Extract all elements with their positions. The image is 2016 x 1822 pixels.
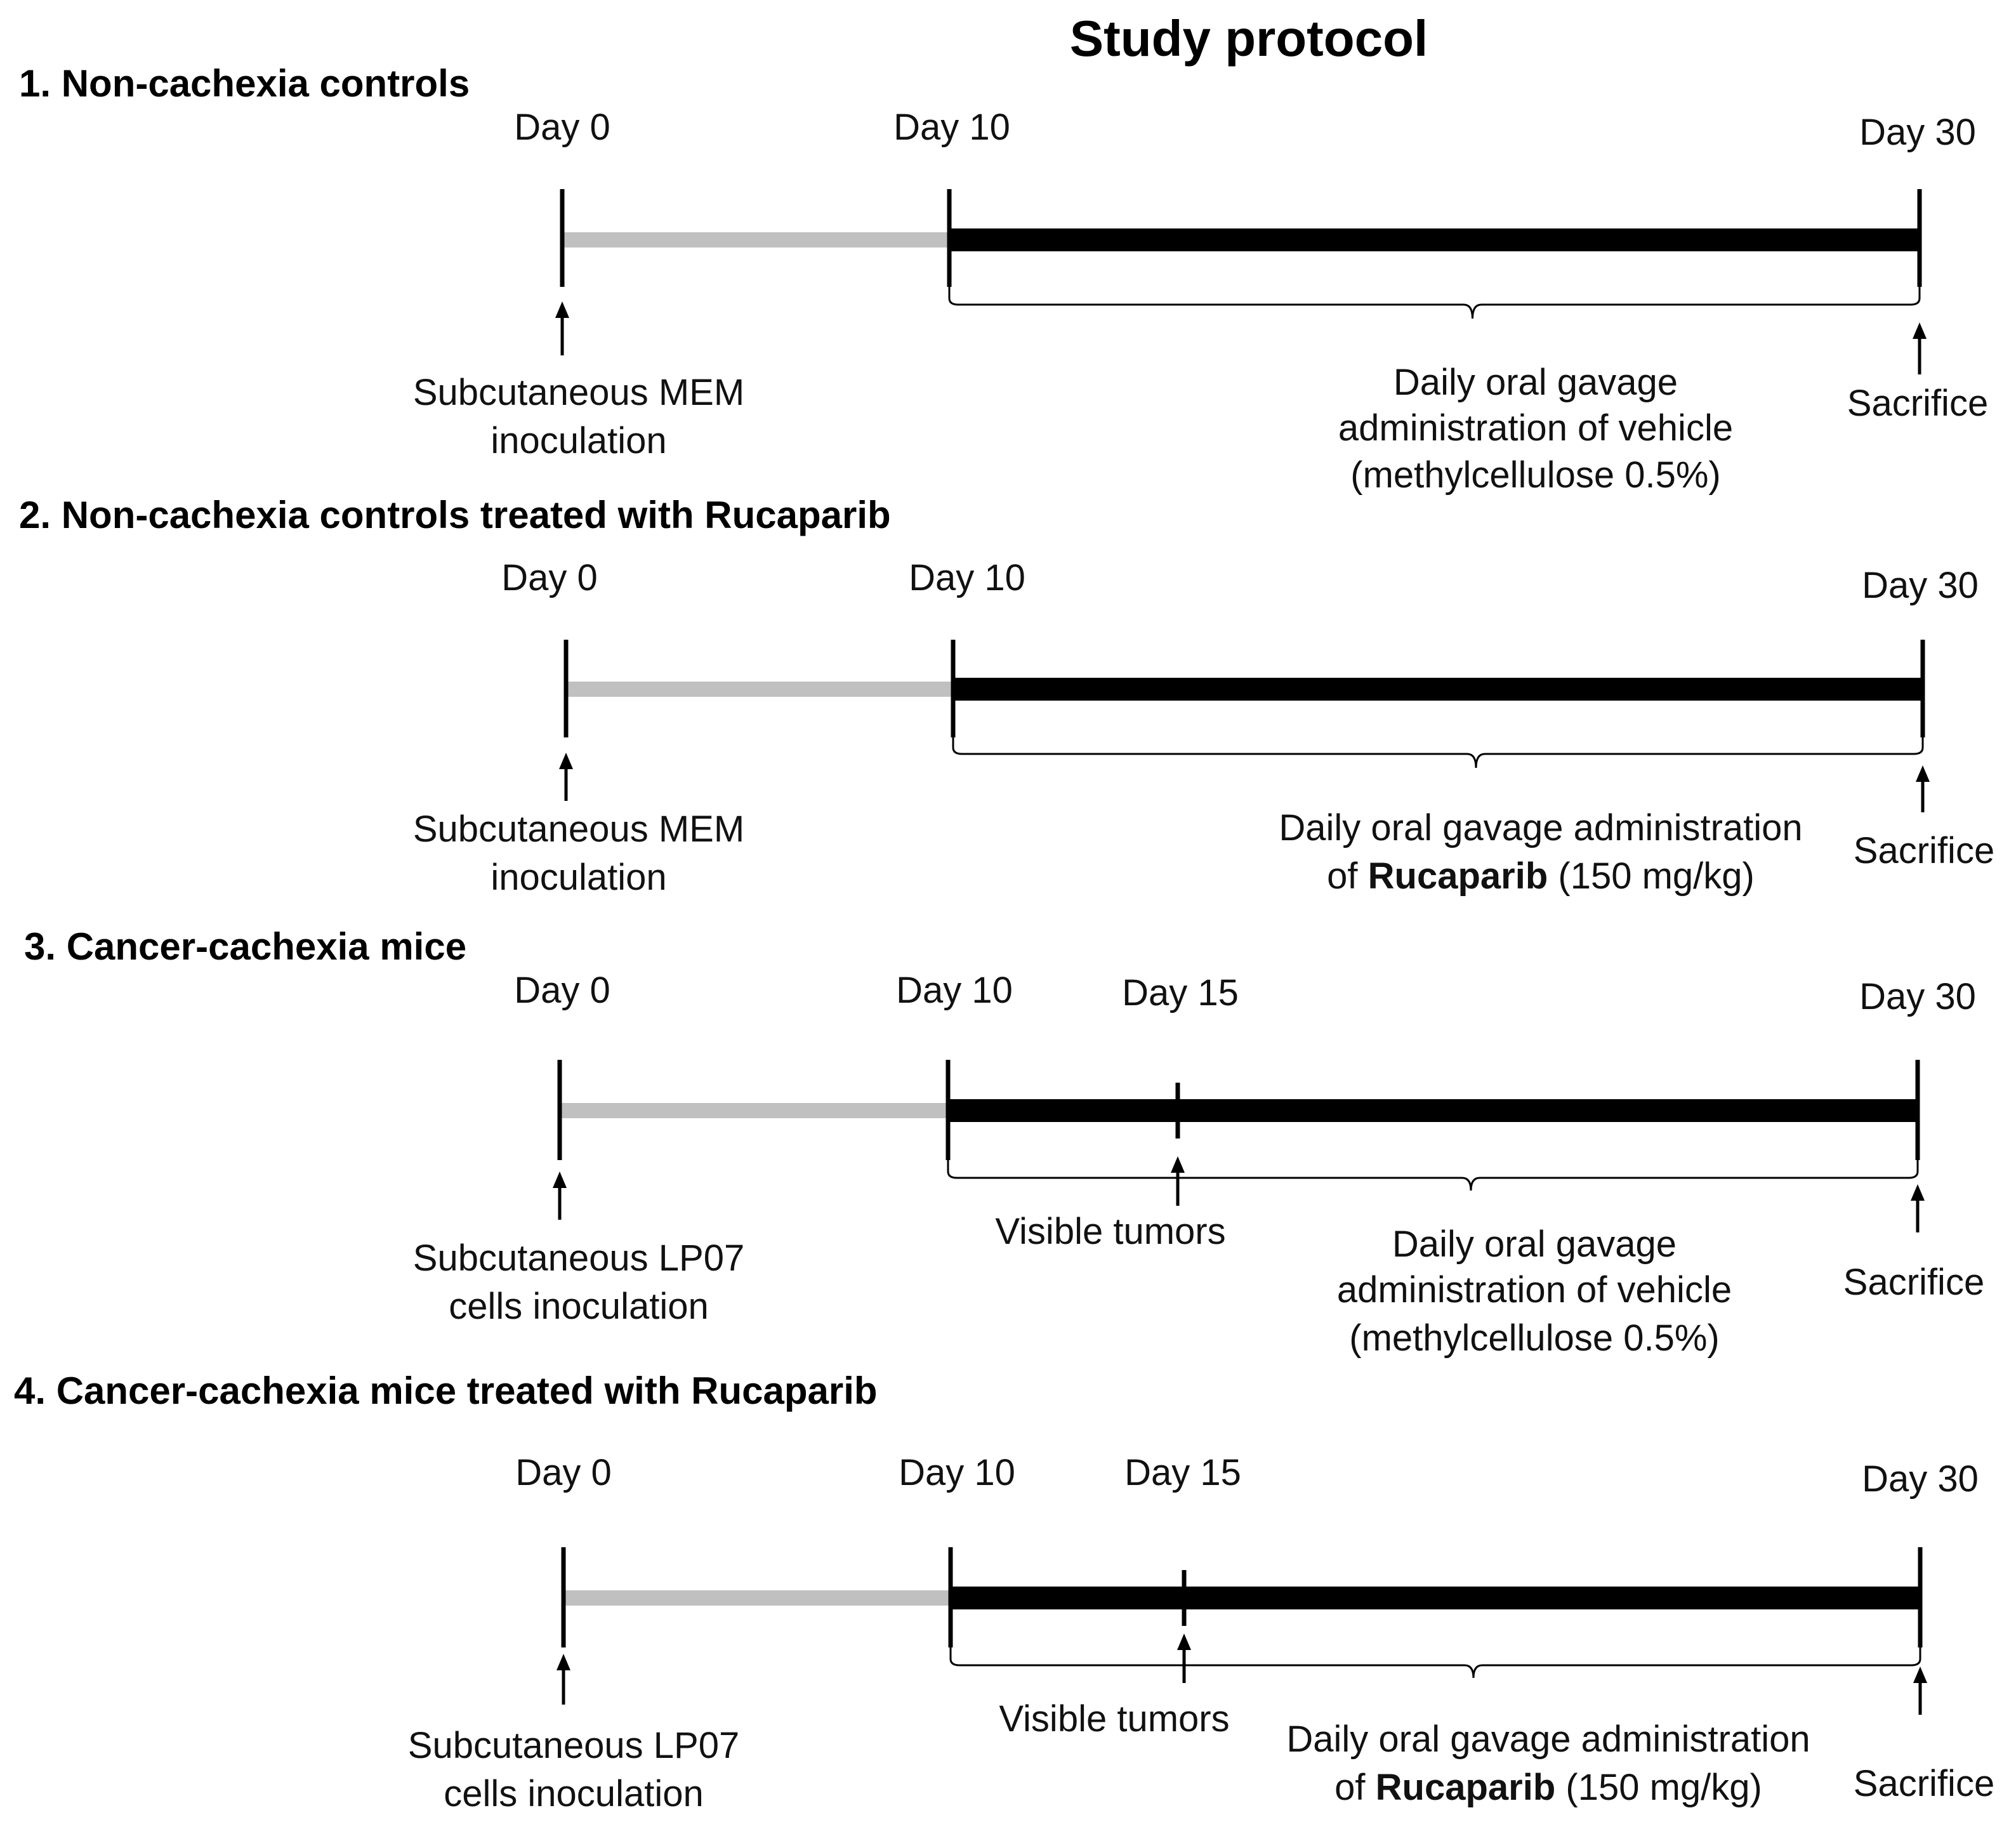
sacrifice-label: Sacrifice xyxy=(1854,1763,1994,1804)
text-run: Daily oral gavage xyxy=(1392,1224,1677,1265)
text-run: Daily oral gavage xyxy=(1393,362,1678,403)
inoculation-arrow xyxy=(557,1654,570,1705)
arrow-head xyxy=(1916,765,1930,782)
sacrifice-arrow xyxy=(1913,1667,1927,1715)
treatment-brace xyxy=(947,1147,1919,1191)
day-label: Day 0 xyxy=(514,107,610,148)
panel-heading: 1. Non-cachexia controls xyxy=(19,62,470,105)
tumor-arrow xyxy=(1171,1156,1185,1206)
day-label: Day 30 xyxy=(1862,565,1979,606)
text-run: administration of vehicle xyxy=(1337,1269,1732,1310)
panel-heading: 2. Non-cachexia controls treated with Ru… xyxy=(19,494,891,536)
text-run: Daily oral gavage administration xyxy=(1286,1719,1810,1760)
text-run: Rucaparib xyxy=(1376,1767,1556,1808)
text-run: of xyxy=(1327,855,1368,897)
inoculation-arrow xyxy=(555,301,569,355)
arrow-head xyxy=(1913,1667,1927,1683)
visible-tumors-label: Visible tumors xyxy=(999,1698,1229,1739)
day-label: Day 30 xyxy=(1862,1458,1979,1500)
arrow-head xyxy=(559,753,573,769)
day-label: Day 0 xyxy=(501,557,598,598)
treatment-label: (methylcellulose 0.5%) xyxy=(1349,1317,1719,1359)
treatment-label: (methylcellulose 0.5%) xyxy=(1350,454,1720,496)
timeline-panel-4: 4. Cancer-cachexia mice treated with Ruc… xyxy=(14,1370,1994,1814)
day-label: Day 10 xyxy=(896,970,1013,1011)
inoculation-arrow xyxy=(559,753,573,801)
panel-heading: 3. Cancer-cachexia mice xyxy=(24,925,466,968)
day-label: Day 10 xyxy=(899,1452,1015,1493)
arrow-head xyxy=(555,301,569,318)
inoculation-label: cells inoculation xyxy=(449,1286,708,1327)
treatment-label: administration of vehicle xyxy=(1338,407,1733,449)
treatment-brace xyxy=(949,1635,1921,1679)
sacrifice-arrow xyxy=(1916,765,1930,812)
treatment-label: Daily oral gavage administration xyxy=(1279,807,1802,848)
text-run: Rucaparib xyxy=(1368,855,1548,897)
day-label: Day 0 xyxy=(514,970,610,1011)
treatment-label: Daily oral gavage xyxy=(1393,362,1678,403)
text-run: administration of vehicle xyxy=(1338,407,1733,449)
sacrifice-arrow xyxy=(1911,1184,1925,1232)
treatment-brace xyxy=(948,274,1921,319)
timeline-panel-2: 2. Non-cachexia controls treated with Ru… xyxy=(19,494,1994,898)
treatment-label: of Rucaparib (150 mg/kg) xyxy=(1334,1767,1762,1808)
day-label: Day 10 xyxy=(909,557,1025,598)
inoculation-label: Subcutaneous MEM xyxy=(413,372,744,413)
treatment-label: administration of vehicle xyxy=(1337,1269,1732,1310)
diagram-title: Study protocol xyxy=(1070,10,1428,67)
text-run: (methylcellulose 0.5%) xyxy=(1350,454,1720,496)
text-run: of xyxy=(1334,1767,1376,1808)
inoculation-label: Subcutaneous LP07 xyxy=(408,1725,739,1766)
sacrifice-label: Sacrifice xyxy=(1843,1262,1984,1303)
sacrifice-label: Sacrifice xyxy=(1854,830,1994,871)
treatment-label: of Rucaparib (150 mg/kg) xyxy=(1327,855,1755,897)
arrow-head xyxy=(553,1172,567,1188)
day-label: Day 30 xyxy=(1859,976,1976,1017)
arrow-head xyxy=(1177,1634,1191,1650)
treatment-label: Daily oral gavage xyxy=(1392,1224,1677,1265)
inoculation-arrow xyxy=(553,1172,567,1220)
inoculation-label: Subcutaneous LP07 xyxy=(413,1238,744,1279)
inoculation-label: cells inoculation xyxy=(444,1773,703,1814)
inoculation-label: inoculation xyxy=(491,420,666,461)
inoculation-label: Subcutaneous MEM xyxy=(413,809,744,850)
visible-tumors-label: Visible tumors xyxy=(995,1211,1225,1252)
sacrifice-label: Sacrifice xyxy=(1847,383,1988,424)
sacrifice-arrow xyxy=(1913,322,1927,374)
inoculation-label: inoculation xyxy=(491,857,666,898)
day-label: Day 0 xyxy=(515,1452,612,1493)
treatment-brace xyxy=(952,725,1924,769)
day-label: Day 10 xyxy=(893,107,1010,148)
text-run: (methylcellulose 0.5%) xyxy=(1349,1317,1719,1359)
treatment-label: Daily oral gavage administration xyxy=(1286,1719,1810,1760)
text-run: (150 mg/kg) xyxy=(1555,1767,1762,1808)
day-label: Day 15 xyxy=(1122,972,1239,1013)
text-run: (150 mg/kg) xyxy=(1548,855,1755,897)
arrow-head xyxy=(1913,322,1927,339)
day-label: Day 30 xyxy=(1859,112,1976,153)
text-run: Daily oral gavage administration xyxy=(1279,807,1802,848)
day-label: Day 15 xyxy=(1124,1452,1241,1493)
arrow-head xyxy=(1171,1156,1185,1173)
tumor-arrow xyxy=(1177,1634,1191,1683)
arrow-head xyxy=(557,1654,570,1670)
arrow-head xyxy=(1911,1184,1925,1201)
panel-heading: 4. Cancer-cachexia mice treated with Ruc… xyxy=(14,1370,878,1412)
